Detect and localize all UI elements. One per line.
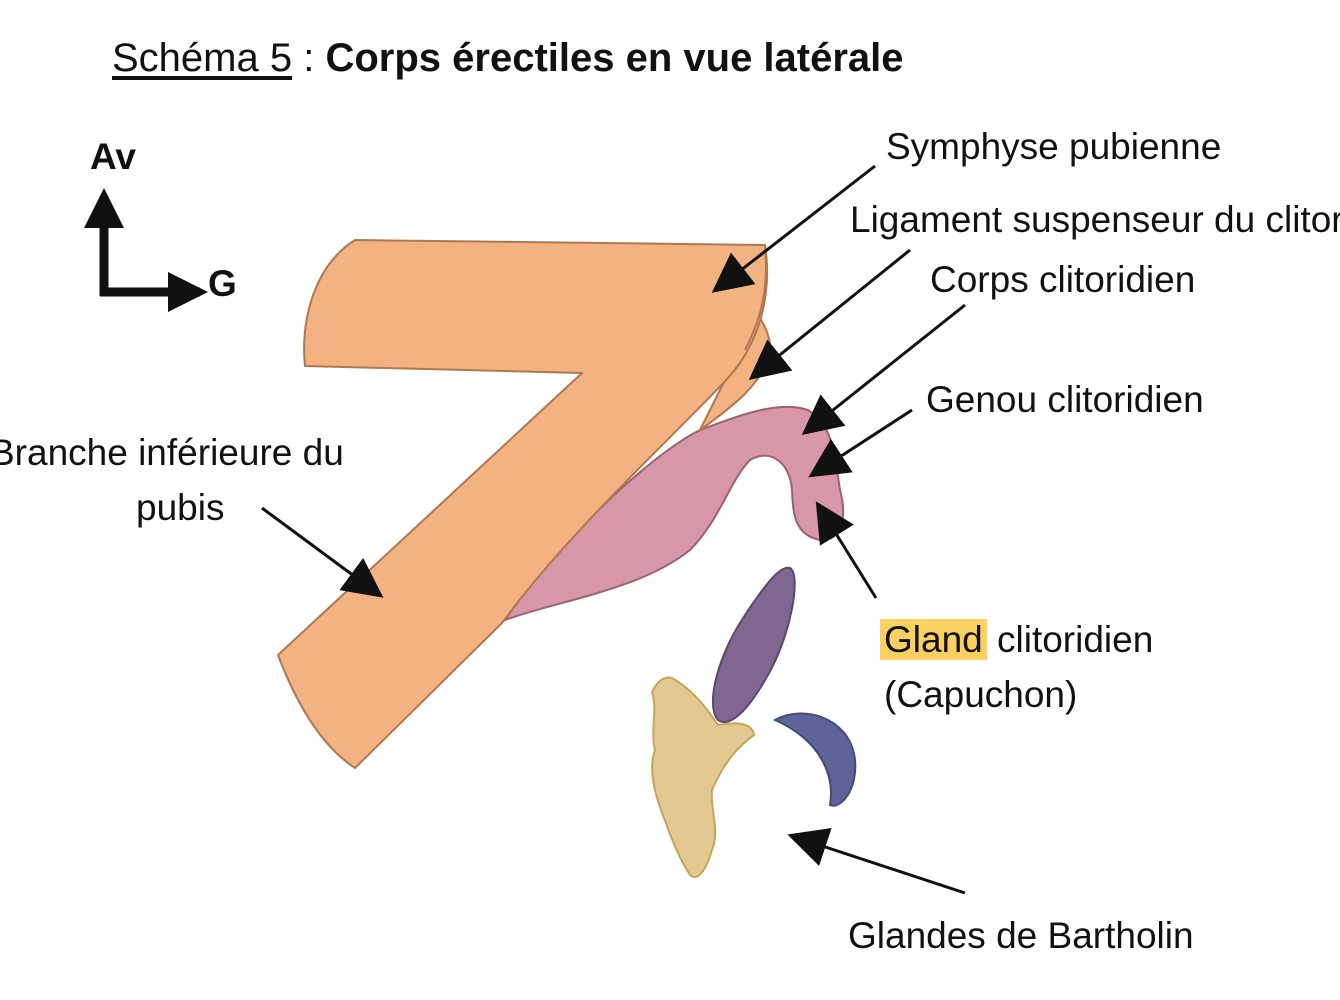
orientation-right-label: G bbox=[208, 263, 237, 304]
orientation-up-label: Av bbox=[90, 136, 136, 177]
label-gland-clitoridien: Gland clitoridien bbox=[880, 617, 1154, 663]
capuchon-purple-shape bbox=[711, 566, 796, 723]
bone-symphysis-edge bbox=[744, 244, 767, 351]
bartholin-blue-shape bbox=[772, 712, 857, 807]
gland-rest: clitoridien bbox=[986, 619, 1154, 660]
label-glandes-bartholin: Glandes de Bartholin bbox=[848, 915, 1194, 956]
label-genou-clitoridien: Genou clitoridien bbox=[926, 379, 1204, 420]
bartholin-beige-shape bbox=[650, 676, 756, 878]
orientation-compass bbox=[84, 188, 208, 312]
label-branche-line1: Branche inférieure du bbox=[0, 432, 344, 473]
diagram-title: Schéma 5 : Corps érectiles en vue latéra… bbox=[112, 36, 904, 81]
label-ligament-suspenseur: Ligament suspenseur du clitoris bbox=[850, 199, 1340, 240]
title-reference: Schéma 5 bbox=[112, 36, 293, 80]
title-main: Corps érectiles en vue latérale bbox=[325, 36, 904, 80]
title-separator: : bbox=[292, 36, 326, 80]
label-corps-clitoridien: Corps clitoridien bbox=[930, 259, 1196, 300]
label-symphyse-pubienne: Symphyse pubienne bbox=[886, 126, 1222, 167]
pointer-arrows bbox=[261, 164, 966, 895]
gland-highlight: Gland bbox=[880, 619, 987, 660]
label-branche-line2: pubis bbox=[136, 487, 225, 528]
label-capuchon: (Capuchon) bbox=[884, 674, 1078, 715]
